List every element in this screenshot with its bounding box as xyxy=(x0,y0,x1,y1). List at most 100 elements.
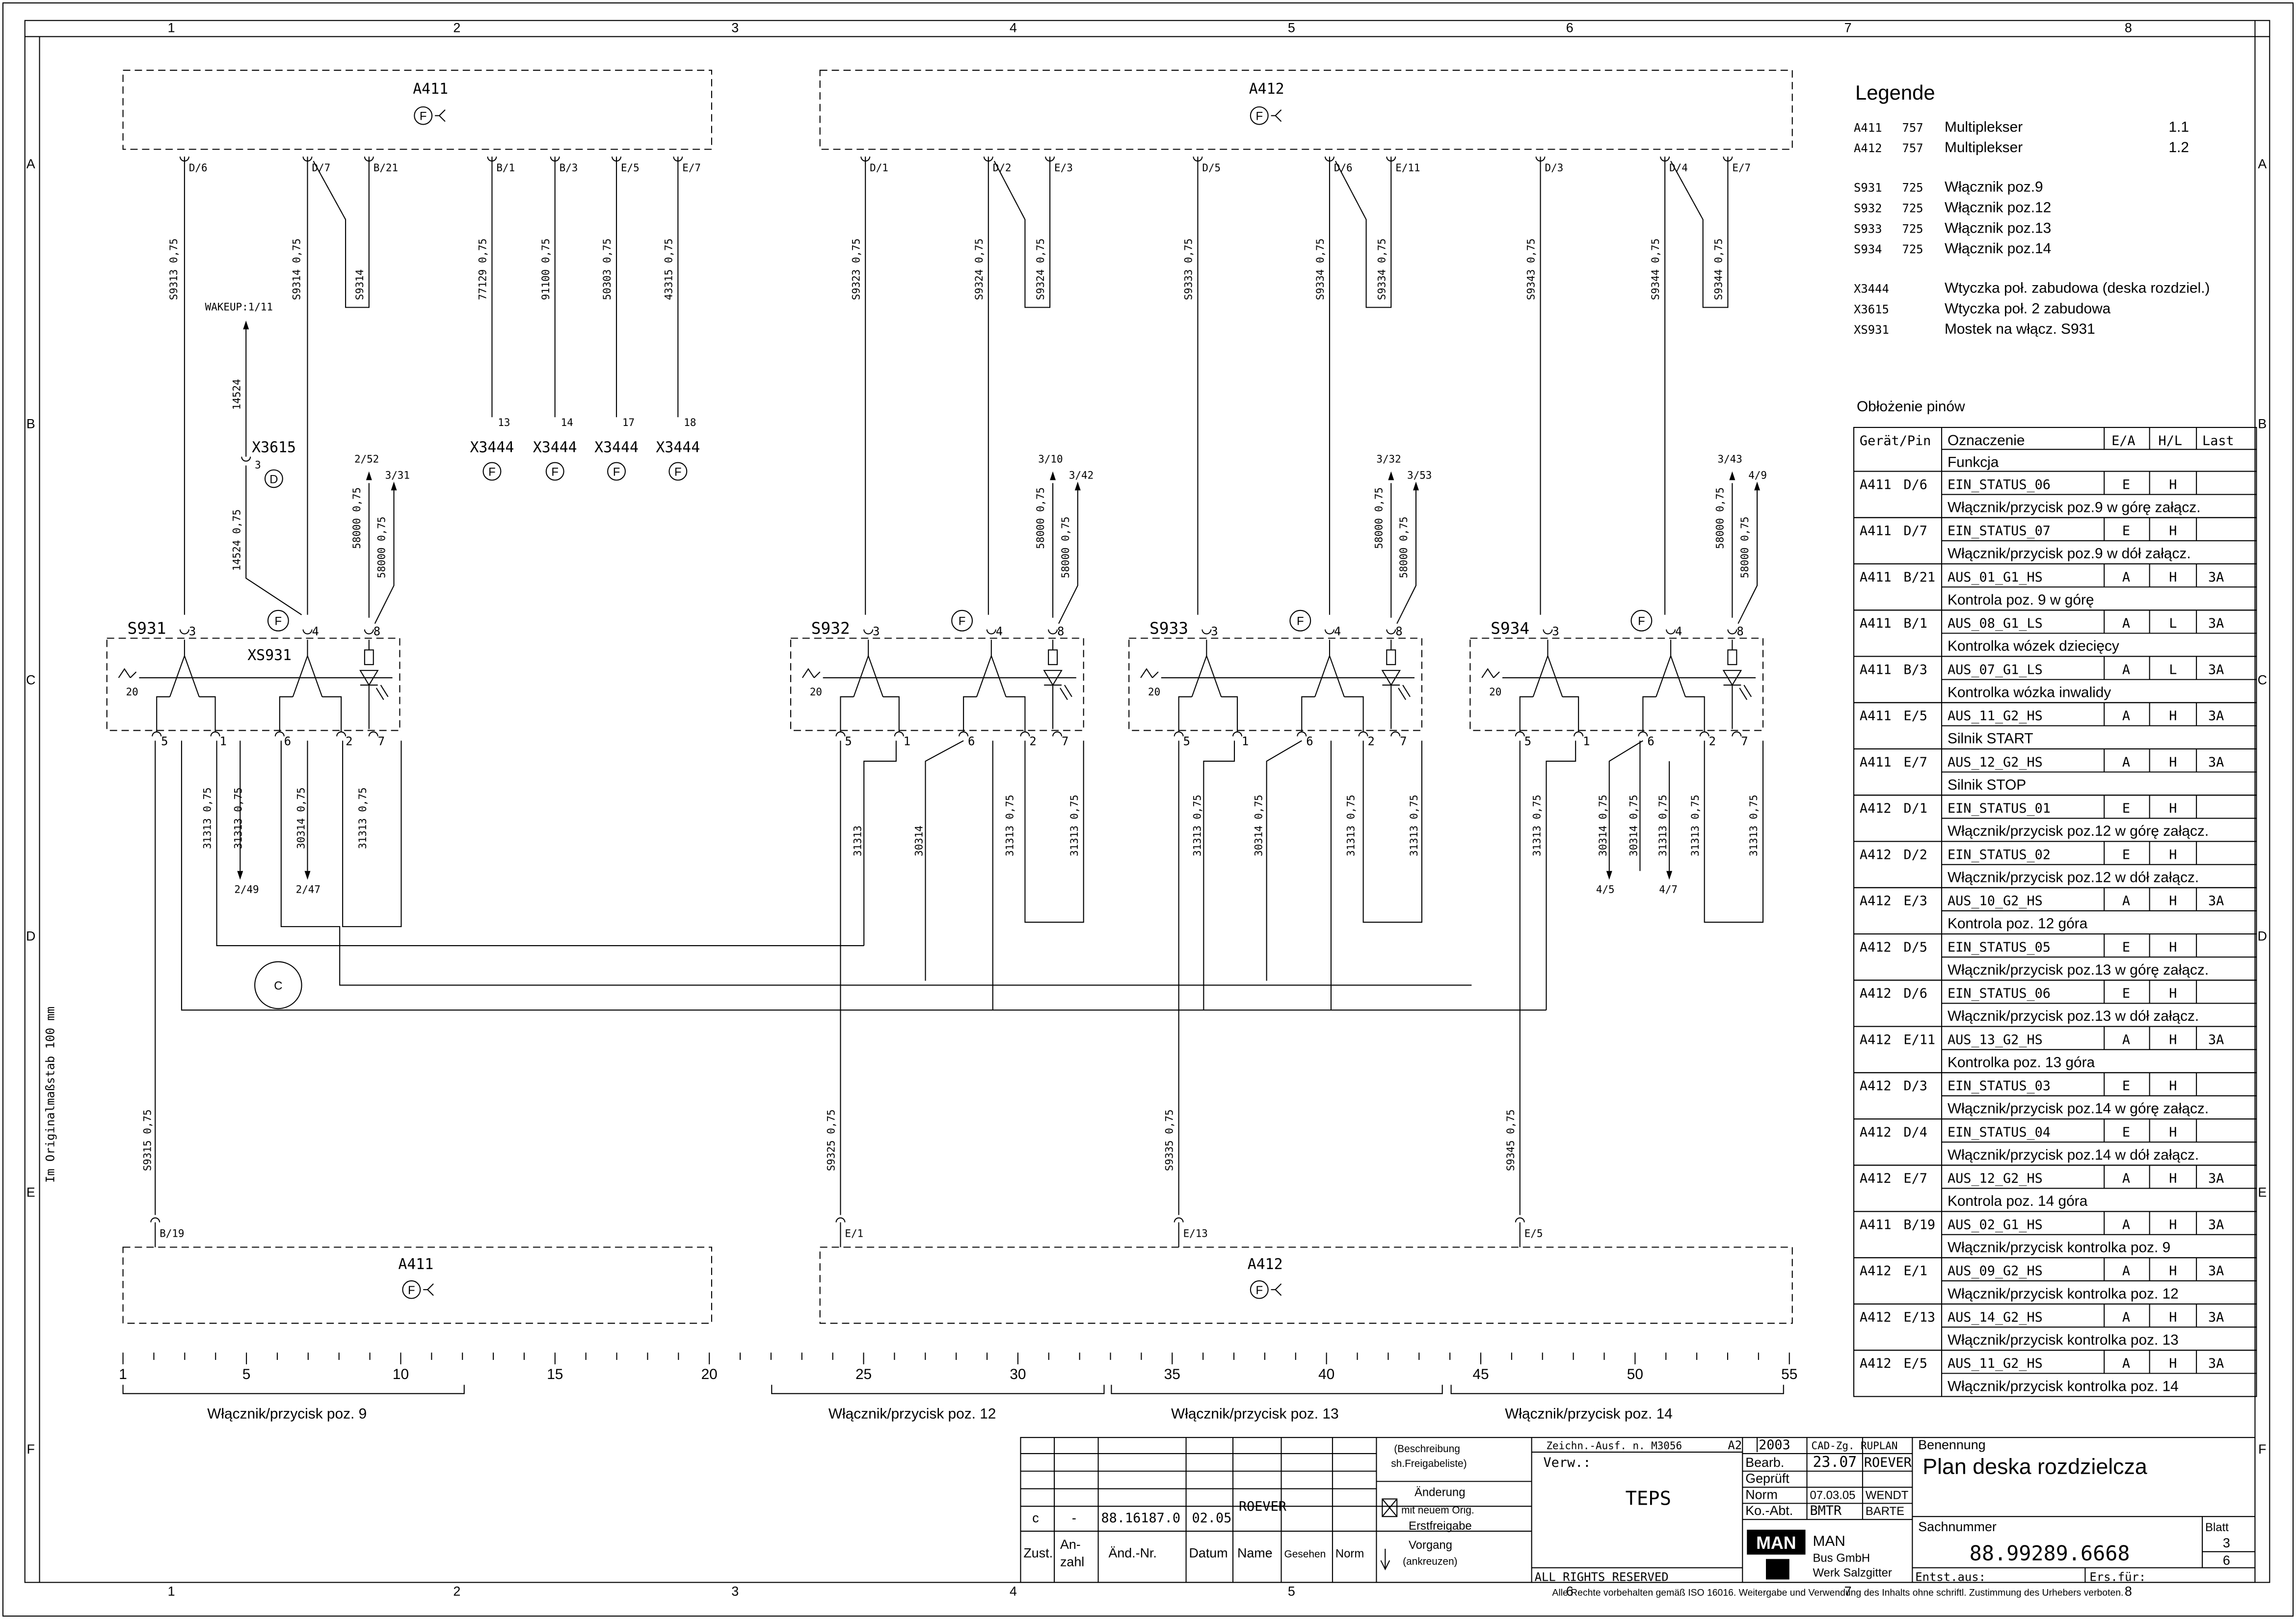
label: D/5 xyxy=(1903,940,1927,955)
legend-text: Multiplekser xyxy=(1945,139,2023,156)
label: Ko.-Abt. xyxy=(1745,1503,1793,1518)
label: 3A xyxy=(2208,1356,2224,1371)
label: 58000 0,75 xyxy=(1739,517,1751,579)
arrow-icon xyxy=(1050,471,1056,480)
label: A xyxy=(2122,1310,2130,1325)
label: WENDT xyxy=(1866,1488,1909,1502)
label: S9344 0,75 xyxy=(1712,239,1724,300)
label: An- xyxy=(1060,1537,1081,1552)
label: H xyxy=(2169,1356,2177,1371)
label: 10 xyxy=(393,1366,409,1382)
checkbox xyxy=(1382,1498,1398,1517)
resistor-icon xyxy=(1386,649,1396,665)
legend-code: S933 xyxy=(1854,222,1882,236)
label: Włącznik/przycisk poz. 9 xyxy=(207,1406,367,1422)
wire xyxy=(1642,696,1656,732)
label: A xyxy=(2122,1356,2130,1371)
switch-actuator-icon xyxy=(802,668,821,678)
label: A411 xyxy=(1860,1217,1892,1232)
legend-text: Włącznik poz.12 xyxy=(1945,200,2051,216)
pin-icon xyxy=(1174,731,1184,737)
label: ROEVER xyxy=(1864,1455,1912,1470)
label: Kontrola poz. 12 góra xyxy=(1948,916,2088,932)
label: Zust. xyxy=(1023,1546,1053,1561)
label: 3A xyxy=(2208,1310,2224,1325)
scale-note: Im Originalmaßstab 100 mm xyxy=(43,1007,57,1183)
wire xyxy=(1344,696,1364,732)
label: Kontrolka wózek dziecięcy xyxy=(1948,638,2119,654)
wire xyxy=(199,696,216,732)
label: E/3 xyxy=(1903,894,1927,909)
label: 07.03.05 xyxy=(1810,1488,1856,1502)
footer-note: Alle Rechte vorbehalten gemäß ISO 16016.… xyxy=(1552,1587,2123,1598)
label: Erstfreigabe xyxy=(1409,1519,1472,1533)
arrow-icon xyxy=(237,871,243,880)
legend-code: XS931 xyxy=(1854,323,1889,337)
row-label: C xyxy=(2258,672,2267,687)
pin-icon xyxy=(1386,629,1396,635)
pin-icon xyxy=(364,629,374,635)
pin-icon xyxy=(210,731,220,737)
pin-icon xyxy=(1020,731,1030,737)
label: Silnik STOP xyxy=(1948,777,2026,793)
legend-num: 757 xyxy=(1902,141,1923,155)
column-label: 7 xyxy=(1844,21,1852,35)
label: ALL RIGHTS RESERVED xyxy=(1535,1570,1669,1584)
circle-letter: F xyxy=(613,465,620,478)
plug-icon xyxy=(439,109,446,116)
pin-icon xyxy=(368,731,378,737)
legend-text: Wtyczka poł. 2 zabudowa xyxy=(1945,300,2111,317)
wire xyxy=(1024,741,1084,923)
label: A xyxy=(2122,1264,2130,1279)
arrow-icon xyxy=(1388,471,1394,480)
label: E xyxy=(2122,847,2130,862)
label: D/4 xyxy=(1669,162,1688,174)
wire xyxy=(883,696,900,732)
block-a411-top xyxy=(122,70,712,150)
label: D/2 xyxy=(993,162,1012,174)
label: AUS_08_G1_LS xyxy=(1948,616,2043,631)
label: Geprüft xyxy=(1745,1471,1789,1486)
pin-icon xyxy=(1052,731,1063,737)
wire xyxy=(1562,696,1579,732)
label: A412 xyxy=(1860,1171,1892,1186)
label: D/7 xyxy=(1903,524,1927,539)
label: E/5 xyxy=(1903,1356,1927,1371)
label: EIN_STATUS_07 xyxy=(1948,524,2051,539)
label: E/11 xyxy=(1903,1032,1935,1047)
label: H xyxy=(2169,570,2177,585)
pin-icon xyxy=(1515,731,1525,737)
contact-icon xyxy=(1314,654,1345,697)
label: 2/49 xyxy=(234,884,259,896)
label: A412 xyxy=(1860,1125,1892,1140)
row-label: F xyxy=(27,1442,34,1457)
label: EIN_STATUS_04 xyxy=(1948,1125,2051,1140)
label: S9324 0,75 xyxy=(1035,239,1046,300)
pin-icon xyxy=(835,1217,846,1222)
label: H/L xyxy=(2159,433,2182,449)
label: S934 xyxy=(1491,619,1529,638)
label: 3A xyxy=(2208,616,2224,631)
column-label: 6 xyxy=(1566,1584,1574,1598)
pin-icon xyxy=(336,731,347,737)
f-symbol: F xyxy=(1289,610,1311,632)
label: mit neuem Orig. xyxy=(1401,1505,1474,1516)
label: E/7 xyxy=(1903,755,1927,770)
label: 58000 0,75 xyxy=(1373,487,1385,549)
label: 3/31 xyxy=(385,469,410,481)
label: 58000 0,75 xyxy=(351,487,363,549)
row-label: B xyxy=(2258,416,2267,431)
wire xyxy=(375,688,384,700)
f-symbol: F xyxy=(267,610,289,632)
f-symbol: F xyxy=(1250,106,1269,125)
arrow-icon xyxy=(1413,481,1419,491)
row-label: E xyxy=(2258,1185,2267,1199)
label: D/6 xyxy=(189,162,208,174)
pin-icon xyxy=(1732,731,1742,737)
label: 02.05 xyxy=(1192,1511,1232,1526)
label: Last xyxy=(2202,433,2234,449)
label: A411 xyxy=(398,1256,433,1273)
circle-shape xyxy=(254,961,302,1009)
ruler-bracket xyxy=(122,1384,465,1394)
junction-c: C xyxy=(254,961,302,1009)
